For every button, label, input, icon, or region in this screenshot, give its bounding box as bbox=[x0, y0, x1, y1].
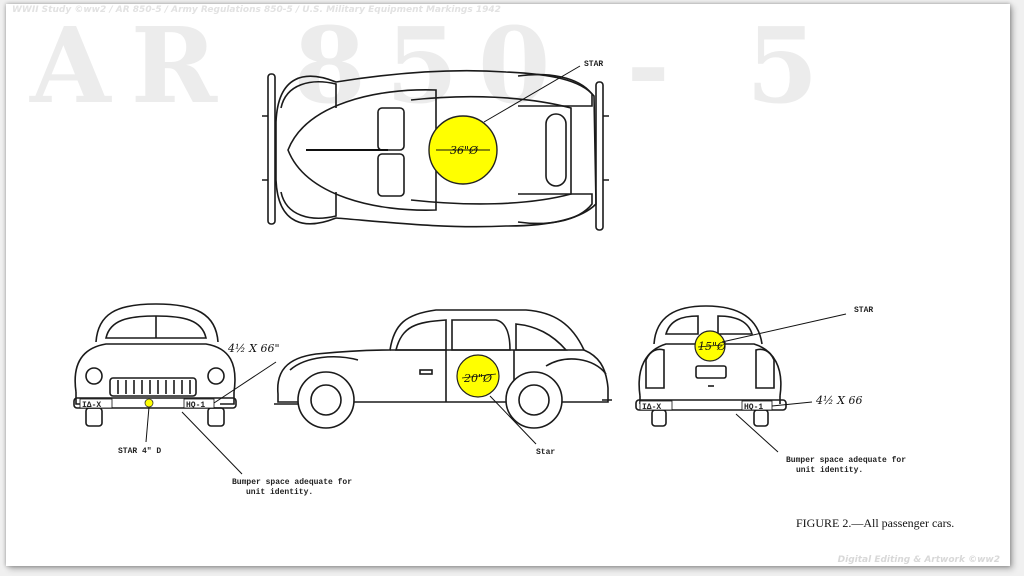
front-plate-left bbox=[79, 398, 113, 409]
rear-star-label: STAR bbox=[854, 306, 873, 315]
rear-star-diameter-line bbox=[697, 344, 723, 348]
top-caption: WWII Study ©ww2 / AR 850-5 / Army Regula… bbox=[12, 5, 501, 15]
watermark-text: AR 850 - 5 bbox=[30, 4, 839, 127]
front-bumper-plate-right: HQ-1 bbox=[186, 401, 205, 410]
front-plate-right bbox=[183, 398, 215, 409]
top-view-car bbox=[262, 69, 609, 231]
rear-plate-left bbox=[639, 400, 673, 411]
front-bumper-leader bbox=[181, 411, 243, 475]
front-star-leader bbox=[145, 406, 150, 443]
rear-bumper-leader bbox=[735, 413, 779, 453]
front-view-car bbox=[73, 303, 237, 427]
top-star-size: 36"Ø bbox=[450, 144, 479, 157]
rear-star-leader bbox=[721, 313, 847, 343]
front-star-label: STAR 4" D bbox=[118, 447, 161, 456]
front-bumper-note-line2: unit identity. bbox=[246, 488, 313, 497]
rear-dimension-text: 4½ X 66 bbox=[815, 394, 862, 407]
document-sheet: AR 850 - 5 WWII Study ©ww2 / AR 850-5 / … bbox=[6, 4, 1010, 566]
front-bumper-plate-left: IΔ-X bbox=[82, 401, 101, 410]
side-star-diameter-line bbox=[461, 373, 497, 379]
front-star-circle bbox=[144, 398, 154, 408]
rear-star-size: 15"Ø bbox=[698, 340, 727, 353]
side-star-label: Star bbox=[536, 448, 555, 457]
front-dimension-leader bbox=[213, 361, 277, 404]
vehicle-marking-diagram: 36"Ø STAR IΔ-X HQ-1 4½ X 66" STAR 4" D B… bbox=[73, 60, 954, 530]
rear-bumper-plate-left: IΔ-X bbox=[642, 403, 661, 412]
credit-text: Digital Editing & Artwork ©ww2 bbox=[837, 555, 1000, 565]
rear-bumper-plate-right: HQ-1 bbox=[744, 403, 763, 412]
top-star-leader bbox=[483, 65, 581, 123]
front-dimension-text: 4½ X 66" bbox=[227, 342, 280, 355]
side-star-leader bbox=[489, 395, 537, 445]
figure-caption: FIGURE 2.—All passenger cars. bbox=[796, 516, 954, 530]
side-view-car bbox=[274, 309, 612, 429]
rear-bumper-note-line2: unit identity. bbox=[796, 466, 863, 475]
side-star-size: 20"Ø bbox=[463, 372, 493, 385]
rear-bumper-note-line1: Bumper space adequate for bbox=[786, 456, 906, 465]
rear-dimension-leader bbox=[771, 401, 813, 407]
front-bumper-note-line1: Bumper space adequate for bbox=[232, 478, 352, 487]
top-star-label: STAR bbox=[584, 60, 603, 69]
